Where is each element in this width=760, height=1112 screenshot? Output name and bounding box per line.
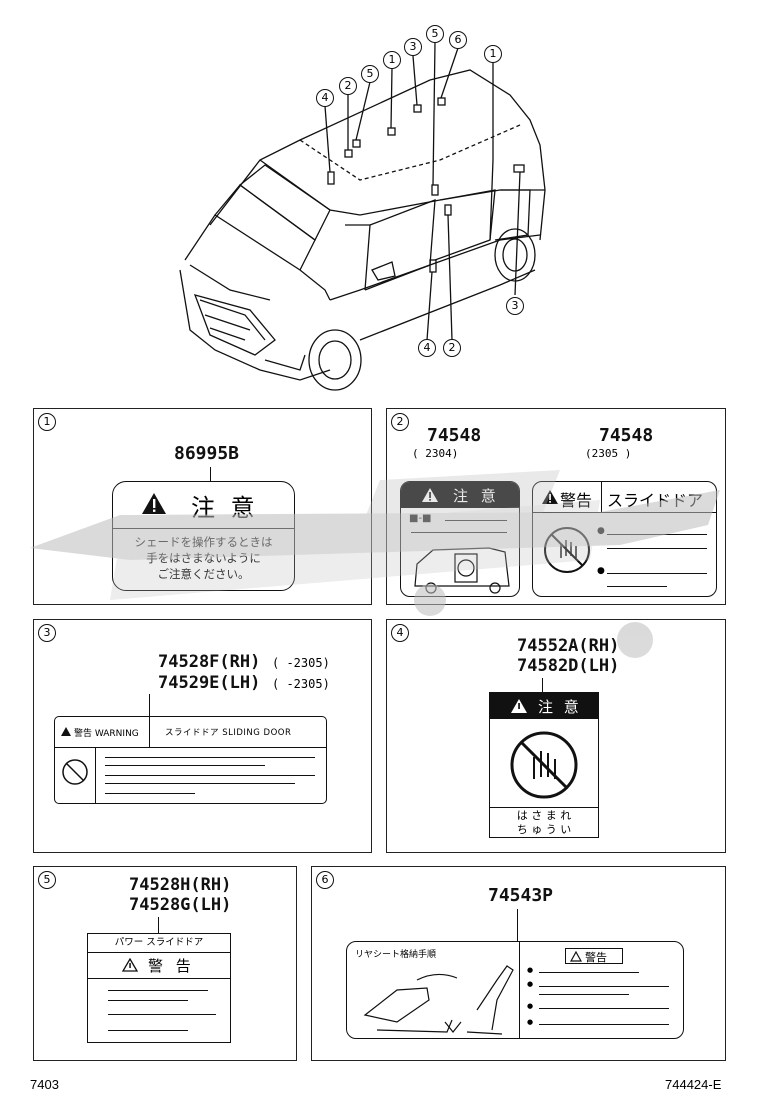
part-number-left: 74548 [427, 425, 482, 446]
callout-5-b: 5 [426, 25, 444, 43]
panel-number: 5 [38, 871, 56, 889]
label-header: 警 告 [88, 952, 230, 979]
label-header: 警告 WARNING スライドドア SLIDING DOOR [55, 717, 326, 748]
part-number-right: 74548 [599, 425, 654, 446]
page-code-left: 7403 [30, 1077, 59, 1092]
warning-triangle-icon [422, 488, 438, 502]
warning-triangle-icon [142, 493, 166, 514]
panel-number: 3 [38, 624, 56, 642]
warning-triangle-icon [122, 958, 138, 972]
panel-number: 4 [391, 624, 409, 642]
part-number-rh: 74528H(RH) [129, 875, 232, 895]
caution-label: 注 意 は さ ま れ ち ゅ う い [489, 692, 599, 838]
part-number: 86995B [174, 443, 240, 464]
panel-2: 2 74548 ( 2304) 74548 (2305 ) 注 意 ■-■ 警告… [386, 408, 726, 605]
seat-folding-diagram [363, 965, 514, 1035]
callout-1: 1 [383, 51, 401, 69]
vehicle-illustration [179, 41, 546, 391]
no-hand-icon [510, 731, 578, 799]
callout-4-b: 4 [418, 339, 436, 357]
part-number: 74543P [488, 885, 554, 906]
callout-1-b: 1 [484, 45, 502, 63]
panel-number: 2 [391, 413, 409, 431]
no-hand-icon [62, 759, 88, 785]
part-number-rh: 74552A(RH) [517, 636, 620, 656]
page-code-right: 744424-E [665, 1077, 722, 1092]
warning-label: 警告 WARNING スライドドア SLIDING DOOR [54, 716, 327, 804]
warning-triangle-icon [511, 699, 527, 713]
label-header: 注 意 [113, 482, 294, 529]
part-number-lh: 74582D(LH) [517, 656, 620, 676]
van-door-icon [414, 547, 510, 594]
panel-1: 1 86995B 注 意 シェードを操作するときは 手をはさまないように ご注意… [33, 408, 372, 605]
label-header: 警告 [565, 948, 623, 964]
callout-6: 6 [449, 31, 467, 49]
part-number-rh: 74528F(RH) [158, 652, 261, 672]
callout-2-b: 2 [443, 339, 461, 357]
caution-label: 注 意 シェードを操作するときは 手をはさまないように ご注意ください。 [112, 481, 295, 591]
part-number-lh: 74528G(LH) [129, 895, 232, 915]
date-range-lh: ( -2305) [272, 677, 330, 691]
callout-3: 3 [404, 38, 422, 56]
date-range-rh: ( -2305) [272, 656, 330, 670]
callout-3-b: 3 [506, 297, 524, 315]
warning-triangle-icon [570, 951, 582, 962]
panel-number: 1 [38, 413, 56, 431]
no-hand-icon [544, 527, 590, 573]
callout-4: 4 [316, 89, 334, 107]
warning-label: パワー スライドドア 警 告 [87, 933, 231, 1043]
label-header: 注 意 [401, 482, 519, 508]
callout-5: 5 [361, 65, 379, 83]
label-header: 警告 スライドドア [533, 482, 716, 513]
panel-number: 6 [316, 871, 334, 889]
warning-triangle-icon [542, 490, 558, 504]
panel-6: 6 74543P リヤシート格納手順 警告 ● ● ● ● [311, 866, 726, 1061]
panel-3: 3 74528F(RH) ( -2305) 74529E(LH) ( -2305… [33, 619, 372, 853]
label-header: 注 意 [490, 693, 598, 719]
warning-triangle-icon [61, 727, 71, 736]
caution-label-left: 注 意 ■-■ [400, 481, 520, 597]
callout-2: 2 [339, 77, 357, 95]
date-range-right: (2305 ) [585, 447, 632, 460]
warning-label-right: 警告 スライドドア ● ● [532, 481, 717, 597]
panel-4: 4 74552A(RH) 74582D(LH) 注 意 は さ ま れ ち ゅ … [386, 619, 726, 853]
instruction-label: リヤシート格納手順 警告 ● ● ● ● [346, 941, 684, 1039]
date-range-left: ( 2304) [412, 447, 459, 460]
part-number-lh: 74529E(LH) [158, 673, 261, 693]
panel-5: 5 74528H(RH) 74528G(LH) パワー スライドドア 警 告 [33, 866, 297, 1061]
label-text: シェードを操作するときは 手をはさまないように ご注意ください。 [134, 535, 273, 581]
label-footer-text: は さ ま れ ち ゅ う い [516, 809, 572, 836]
